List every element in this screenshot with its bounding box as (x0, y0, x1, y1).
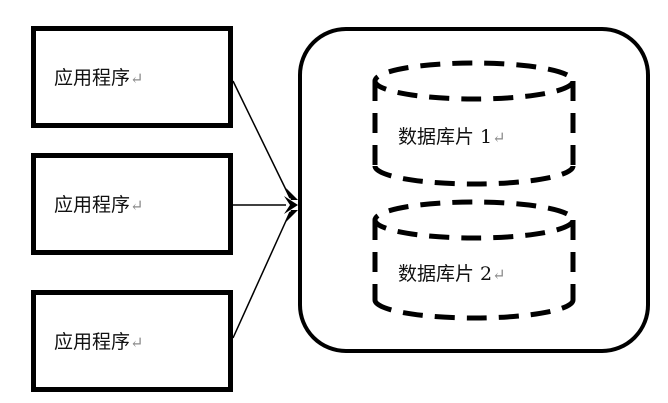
shard-label-1: 数据库片 1↵ (398, 126, 506, 148)
application-label: 应用程序↵ (54, 331, 144, 353)
paragraph-mark-icon: ↵ (492, 128, 506, 147)
database-container (298, 27, 650, 353)
arrowhead (286, 188, 298, 200)
arrowhead (286, 210, 298, 222)
application-label: 应用程序↵ (54, 67, 144, 89)
paragraph-mark-icon: ↵ (130, 196, 144, 215)
shard-cylinder-1 (372, 60, 576, 187)
application-box[interactable]: 应用程序↵ (31, 153, 233, 255)
paragraph-mark-icon: ↵ (130, 333, 144, 352)
arrowhead (284, 196, 298, 214)
application-box[interactable]: 应用程序↵ (31, 290, 233, 392)
shard-cylinder-2 (372, 199, 576, 321)
paragraph-mark-icon: ↵ (130, 69, 144, 88)
arrow-app1-to-db (232, 80, 291, 199)
arrow-app3-to-db (232, 211, 291, 339)
paragraph-mark-icon: ↵ (492, 265, 506, 284)
application-box[interactable]: 应用程序↵ (31, 26, 233, 128)
application-label: 应用程序↵ (54, 194, 144, 216)
shard-label-2: 数据库片 2↵ (398, 263, 506, 285)
